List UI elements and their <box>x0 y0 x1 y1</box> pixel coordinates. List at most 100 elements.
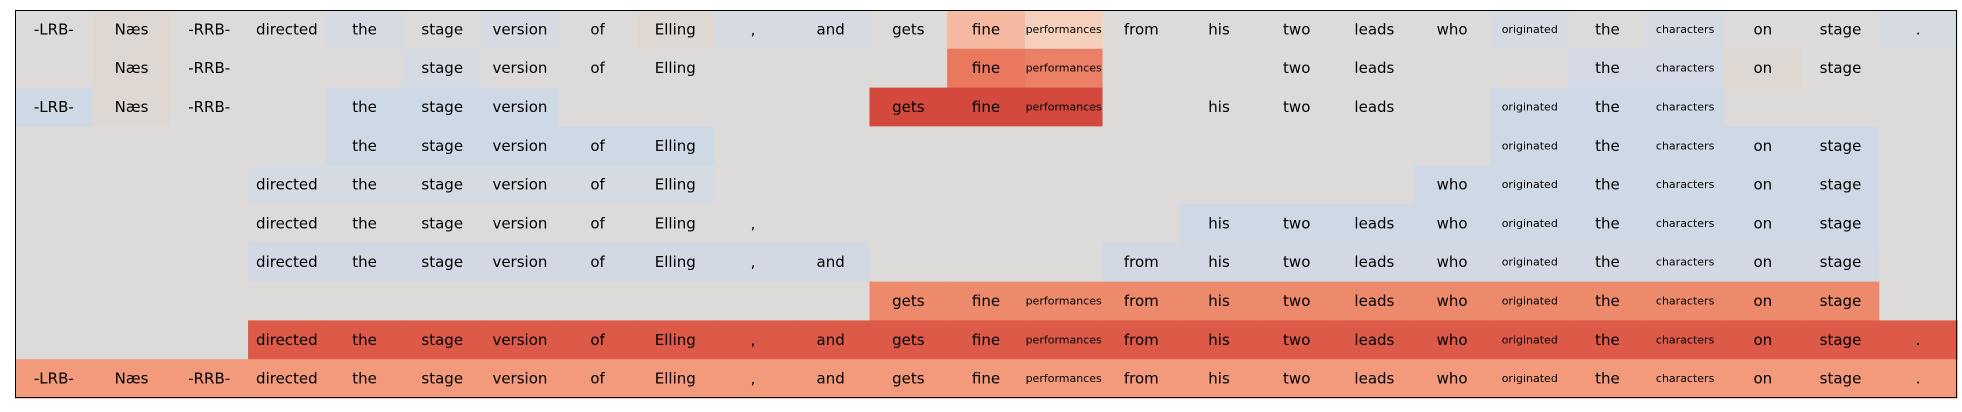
heatmap-cell <box>15 242 94 283</box>
heatmap-cell <box>170 87 249 127</box>
heatmap-cell <box>481 48 560 89</box>
heatmap-cell <box>1568 320 1647 360</box>
token-label: -LRB- <box>34 98 74 116</box>
heatmap-cell <box>1801 242 1880 283</box>
token-label: his <box>1208 20 1230 38</box>
heatmap-cell <box>1568 359 1647 399</box>
token-label: characters <box>1656 295 1715 308</box>
heatmap-cell <box>636 10 715 50</box>
token-label: performances <box>1026 62 1102 75</box>
heatmap-cell <box>1646 126 1725 166</box>
heatmap-cell <box>1180 320 1259 360</box>
heatmap-cell <box>15 281 94 321</box>
heatmap-cell <box>325 359 404 399</box>
heatmap-cell <box>1335 359 1414 399</box>
heatmap-cell <box>481 87 560 127</box>
heatmap-cell <box>481 126 560 166</box>
heatmap-cell <box>1413 10 1492 50</box>
heatmap-cell <box>1801 320 1880 360</box>
heatmap-cell <box>1646 87 1725 127</box>
token-label: -RRB- <box>188 20 230 38</box>
token-label: who <box>1437 370 1468 388</box>
token-label: and <box>817 370 845 388</box>
token-label: from <box>1124 20 1159 38</box>
heatmap-cell <box>92 48 171 89</box>
token-label: gets <box>892 20 925 38</box>
token-label: version <box>492 176 547 194</box>
token-label: Næs <box>115 59 149 77</box>
heatmap-cell <box>636 242 715 283</box>
heatmap-cell <box>1646 359 1725 399</box>
heatmap-cell <box>1257 281 1337 321</box>
heatmap-cell <box>714 359 793 399</box>
token-label: version <box>492 370 547 388</box>
token-label: , <box>751 331 756 349</box>
heatmap-cell <box>248 320 327 360</box>
heatmap-cell <box>1180 242 1259 283</box>
heatmap-cell <box>714 242 793 283</box>
token-label: the <box>1595 331 1620 349</box>
token-label: the <box>1595 253 1620 271</box>
heatmap-cell <box>403 87 482 127</box>
token-label: who <box>1437 331 1468 349</box>
token-label: two <box>1283 98 1310 116</box>
token-label: fine <box>972 331 1000 349</box>
token-label: Næs <box>115 20 149 38</box>
token-label: the <box>352 176 377 194</box>
heatmap-cell <box>558 281 638 321</box>
heatmap-cell <box>170 10 249 50</box>
token-label: the <box>1595 292 1620 310</box>
heatmap-cell <box>1490 281 1570 321</box>
token-label: gets <box>892 370 925 388</box>
heatmap-cell <box>714 320 793 360</box>
token-label: originated <box>1502 178 1558 191</box>
token-label: Næs <box>115 98 149 116</box>
heatmap-cell <box>791 242 871 283</box>
heatmap-cell <box>1257 87 1337 127</box>
heatmap-cell <box>791 10 871 50</box>
heatmap-cell <box>636 126 715 166</box>
token-label: and <box>817 20 845 38</box>
heatmap-cell <box>636 87 715 127</box>
token-label: fine <box>972 20 1000 38</box>
heatmap-cell <box>791 359 871 399</box>
heatmap-cell <box>558 165 638 205</box>
token-label: characters <box>1656 101 1715 114</box>
token-label: characters <box>1656 62 1715 75</box>
heatmap-cell <box>403 204 482 244</box>
heatmap-cell <box>15 87 94 127</box>
token-label: leads <box>1354 214 1394 232</box>
token-label: the <box>352 370 377 388</box>
heatmap-cell <box>1879 10 1958 50</box>
heatmap-cell <box>1490 204 1570 244</box>
heatmap-cell <box>1568 10 1647 50</box>
heatmap-cell <box>1257 242 1337 283</box>
heatmap-cell <box>1879 165 1958 205</box>
heatmap-cell <box>791 126 871 166</box>
heatmap-cell <box>869 165 948 205</box>
heatmap-cell <box>1413 281 1492 321</box>
heatmap-cell <box>248 10 327 50</box>
token-label: leads <box>1354 59 1394 77</box>
token-label: leads <box>1354 98 1394 116</box>
token-label: of <box>590 137 605 155</box>
token-label: directed <box>256 370 318 388</box>
heatmap-cell <box>1723 165 1803 205</box>
token-label: fine <box>972 292 1000 310</box>
heatmap-cell <box>869 359 948 399</box>
heatmap-cell <box>325 87 404 127</box>
token-label: -RRB- <box>188 98 230 116</box>
heatmap-cell <box>1102 242 1181 283</box>
token-label: Elling <box>655 253 696 271</box>
heatmap-cell <box>1490 242 1570 283</box>
token-label: fine <box>972 370 1000 388</box>
heatmap-cell <box>947 359 1026 399</box>
token-label: originated <box>1502 256 1558 269</box>
heatmap-cell <box>92 165 171 205</box>
token-label: the <box>1595 59 1620 77</box>
token-label: of <box>590 370 605 388</box>
heatmap-cell <box>791 281 871 321</box>
heatmap-cell <box>714 165 793 205</box>
heatmap-cell <box>869 87 948 127</box>
heatmap-cell <box>1413 242 1492 283</box>
